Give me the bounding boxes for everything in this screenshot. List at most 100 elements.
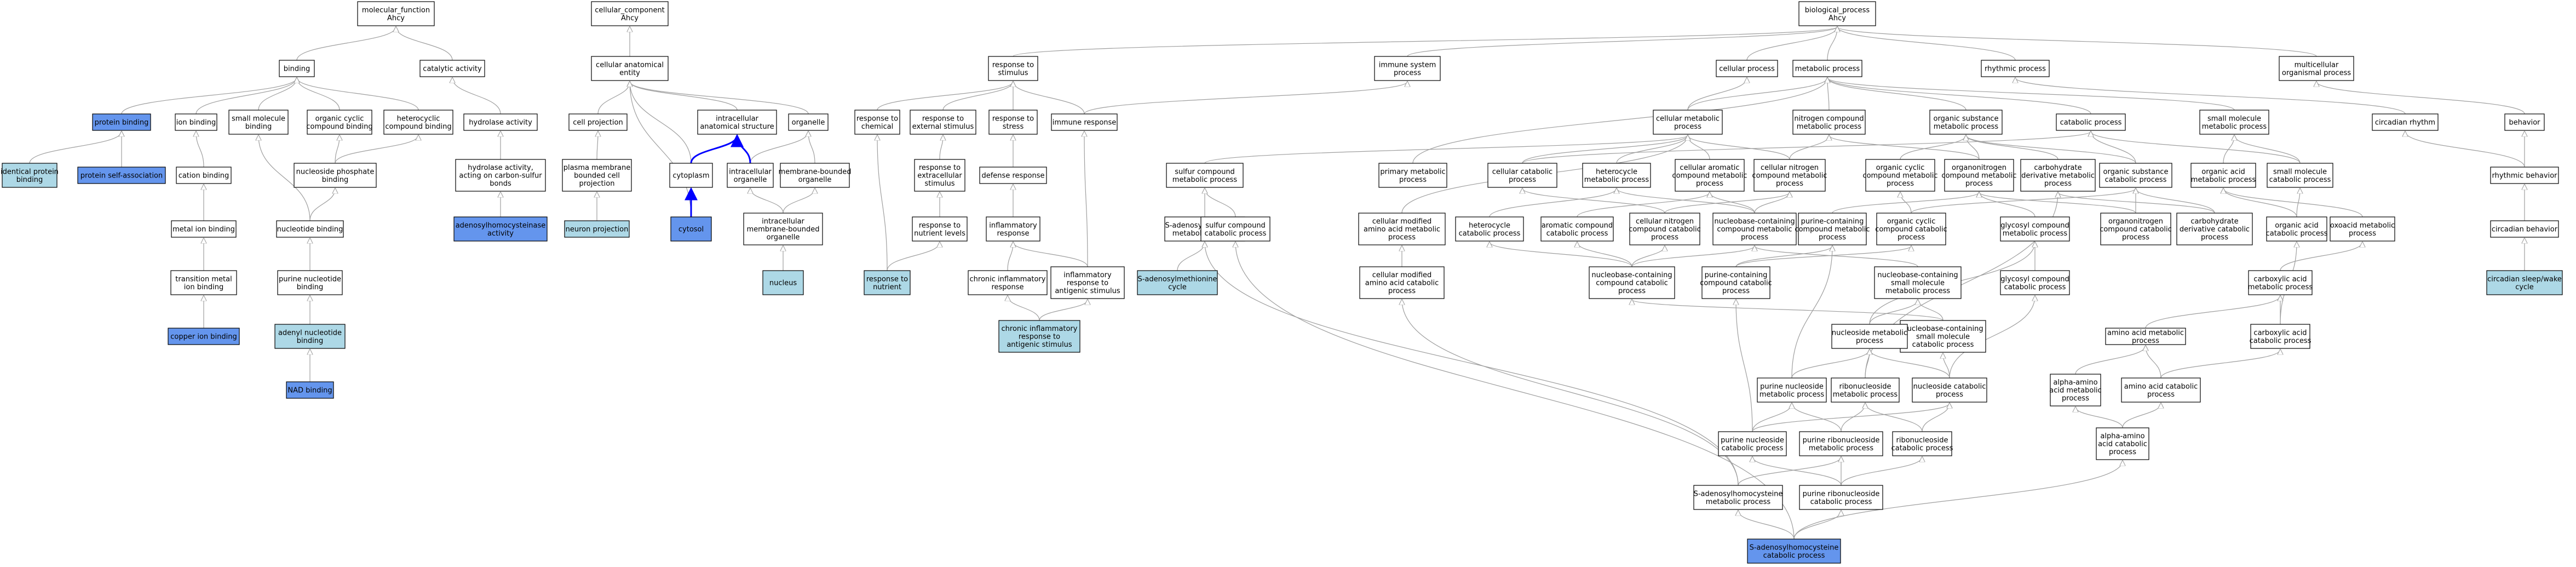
term-node-n35[interactable]: cation binding: [176, 167, 232, 184]
term-node-n4[interactable]: binding: [279, 60, 315, 77]
term-node-n82[interactable]: nucleus: [762, 270, 804, 295]
term-node-n61[interactable]: cytosol: [670, 216, 712, 242]
term-node-n5[interactable]: catalytic activity: [419, 60, 485, 77]
term-node-n9[interactable]: cellular process: [1716, 60, 1778, 77]
term-node-n57[interactable]: metal ion binding: [171, 220, 237, 238]
term-node-n94[interactable]: copper ion binding: [168, 328, 240, 345]
term-node-n39[interactable]: cytoplasm: [669, 163, 713, 188]
term-node-n56[interactable]: rhythmic behavior: [2490, 167, 2559, 184]
term-node-n31[interactable]: circadian rhythm: [2372, 113, 2439, 131]
term-node-n10[interactable]: metabolic process: [1792, 60, 1862, 77]
term-node-n29[interactable]: catabolic process: [2056, 113, 2126, 131]
term-node-n58[interactable]: nucleotide binding: [276, 220, 344, 238]
term-node-n60[interactable]: neuron projection: [564, 220, 630, 238]
term-node-n19[interactable]: cell projection: [568, 113, 628, 131]
term-node-n43[interactable]: defense response: [979, 167, 1047, 184]
term-node-n11[interactable]: rhythmic process: [1981, 60, 2050, 77]
term-node-n34[interactable]: protein self-association: [77, 167, 166, 184]
term-node-n37[interactable]: hydrolase activity,acting on carbon-sulf…: [455, 159, 546, 192]
term-node-n79[interactable]: circadian behavior: [2490, 220, 2559, 238]
term-node-n25[interactable]: immune response: [1051, 113, 1118, 131]
term-node-n14[interactable]: ion binding: [175, 113, 217, 131]
term-node-n101[interactable]: NAD binding: [286, 381, 334, 399]
